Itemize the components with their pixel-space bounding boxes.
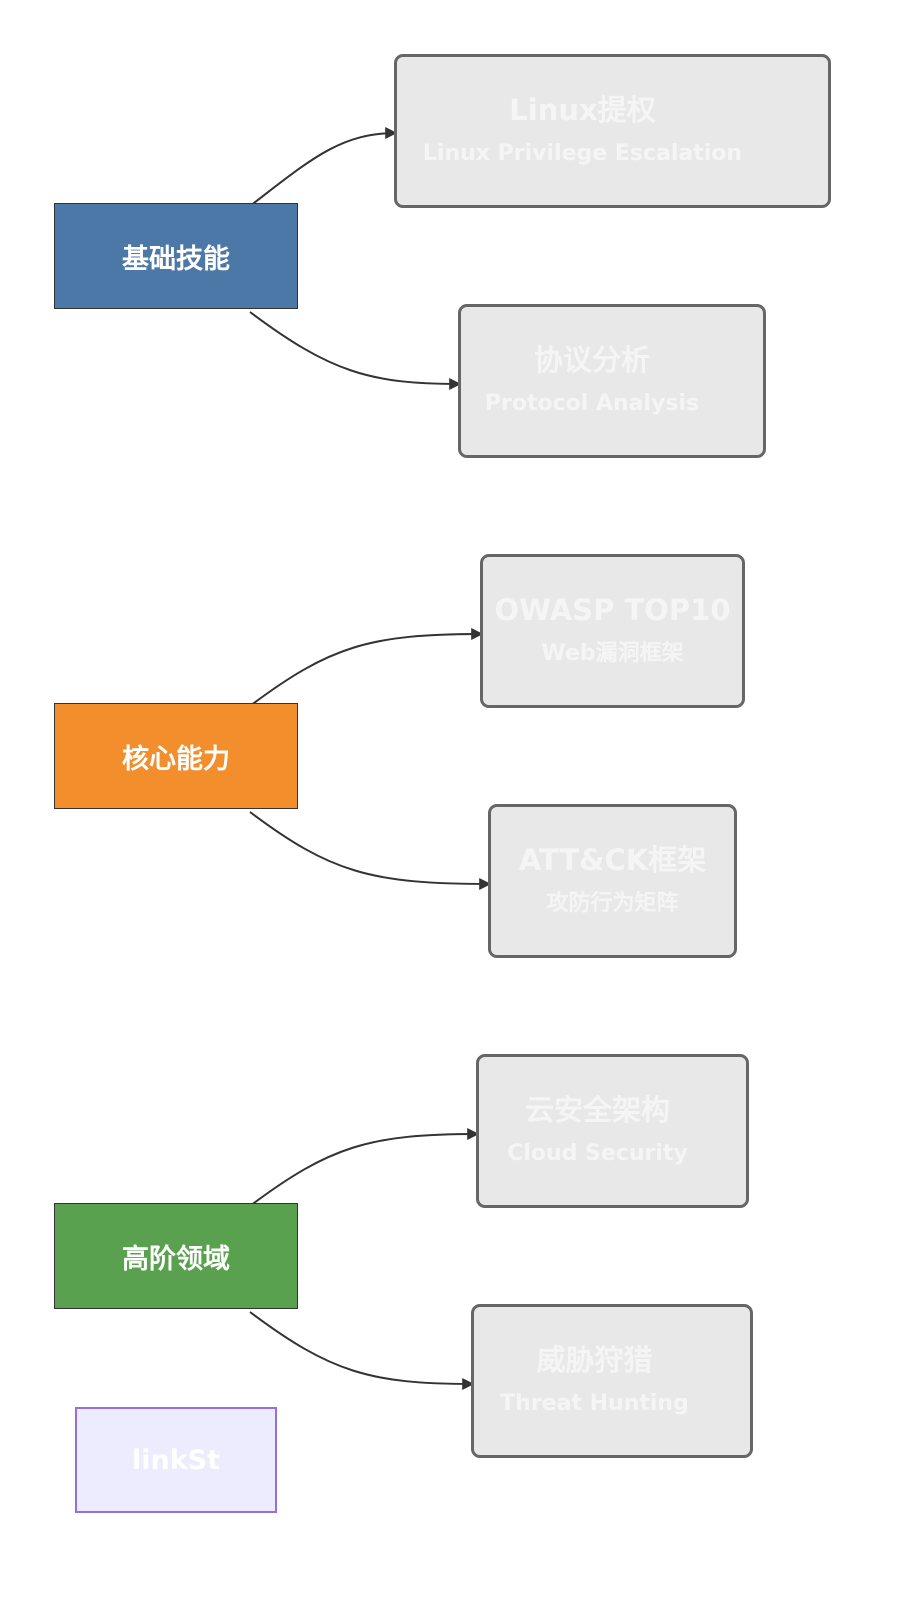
leaf-node-linux-privesc[interactable]: Linux提权 Linux Privilege Escalation — [394, 54, 831, 208]
category-node-core[interactable]: 核心能力 — [54, 703, 298, 809]
link-style-node[interactable]: linkSt — [75, 1407, 277, 1513]
edge-advanced-cloud — [249, 1128, 480, 1207]
leaf-node-threat-hunting[interactable]: 威胁狩猎 Threat Hunting — [471, 1304, 753, 1458]
leaf-subtitle: 攻防行为矩阵 — [546, 891, 679, 916]
leaf-node-attck[interactable]: ATT&CK框架 攻防行为矩阵 — [488, 804, 737, 958]
leaf-subtitle: Web漏洞框架 — [541, 641, 684, 666]
leaf-title: OWASP TOP10 — [494, 593, 731, 627]
category-label: 基础技能 — [122, 243, 230, 275]
leaf-title: ATT&CK框架 — [518, 843, 707, 877]
link-node-label: linkSt — [131, 1444, 221, 1476]
leaf-subtitle: Linux Privilege Escalation — [422, 141, 743, 166]
edge-basic-protocol — [249, 311, 462, 390]
leaf-title: Linux提权 — [509, 93, 656, 127]
edge-core-attck — [249, 811, 492, 890]
category-node-basic[interactable]: 基础技能 — [54, 203, 298, 309]
leaf-node-protocol-analysis[interactable]: 协议分析 Protocol Analysis — [458, 304, 766, 458]
leaf-title: 云安全架构 — [524, 1093, 670, 1127]
leaf-title: 威胁狩猎 — [536, 1343, 653, 1377]
leaf-node-owasp-top10[interactable]: OWASP TOP10 Web漏洞框架 — [480, 554, 745, 708]
category-node-advanced[interactable]: 高阶领域 — [54, 1203, 298, 1309]
leaf-title: 协议分析 — [533, 343, 650, 377]
leaf-node-cloud-security[interactable]: 云安全架构 Cloud Security — [476, 1054, 749, 1208]
edge-core-owasp — [249, 628, 484, 707]
leaf-subtitle: Threat Hunting — [500, 1391, 689, 1416]
edge-advanced-hunting — [249, 1311, 475, 1390]
category-label: 核心能力 — [122, 743, 230, 775]
category-label: 高阶领域 — [122, 1243, 230, 1275]
leaf-subtitle: Cloud Security — [507, 1141, 688, 1166]
leaf-subtitle: Protocol Analysis — [484, 391, 700, 416]
edge-basic-linux — [249, 127, 398, 207]
